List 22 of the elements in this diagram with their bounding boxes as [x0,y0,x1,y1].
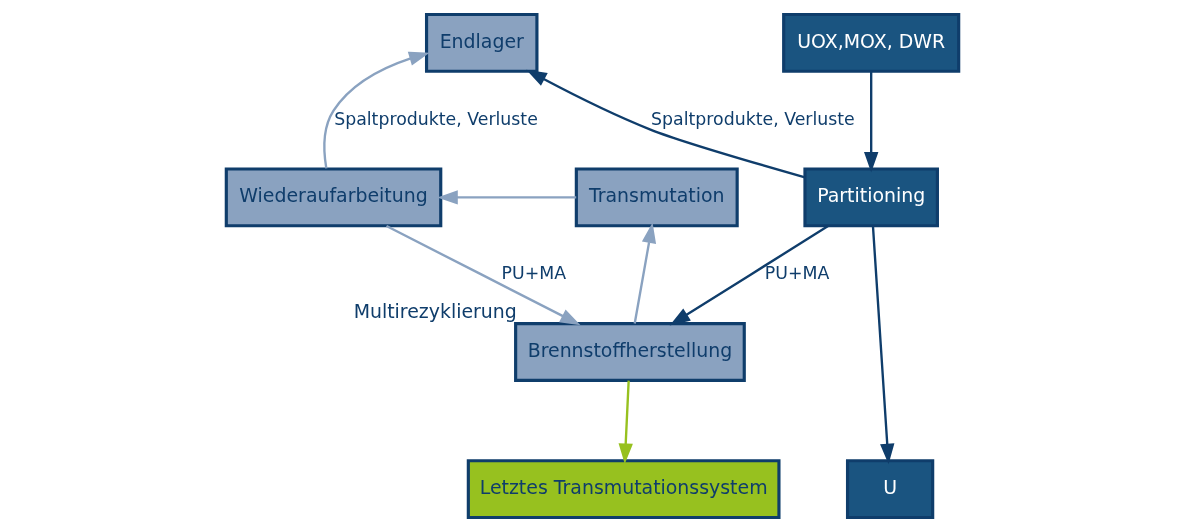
edge-label: Spaltprodukte, Verluste [651,108,855,129]
node-box: Brennstoffherstellung [514,321,746,382]
arrow [633,222,657,324]
edge-label: PU+MA [764,263,830,284]
arrow [526,69,806,179]
arrow [669,225,829,326]
node-box: Letztes Transmutationssystem [466,459,781,520]
edge-label: PU+MA [501,263,566,284]
node-box: Transmutation [574,167,739,228]
arrow [864,71,879,173]
edge-label: Spaltprodukte, Verluste [334,108,538,129]
arrow [871,226,895,465]
arrow [323,51,430,169]
node-box: UOX,MOX, DWR [782,12,961,73]
arrow [386,225,581,326]
node-box: Partitioning [803,167,939,228]
node-label: Multirezyklierung [353,300,517,323]
arrow [437,190,577,205]
node-box: U [845,459,935,520]
node-box: Wiederaufarbeitung [224,167,443,228]
node-box: Endlager [424,12,539,73]
arrow [618,380,633,465]
